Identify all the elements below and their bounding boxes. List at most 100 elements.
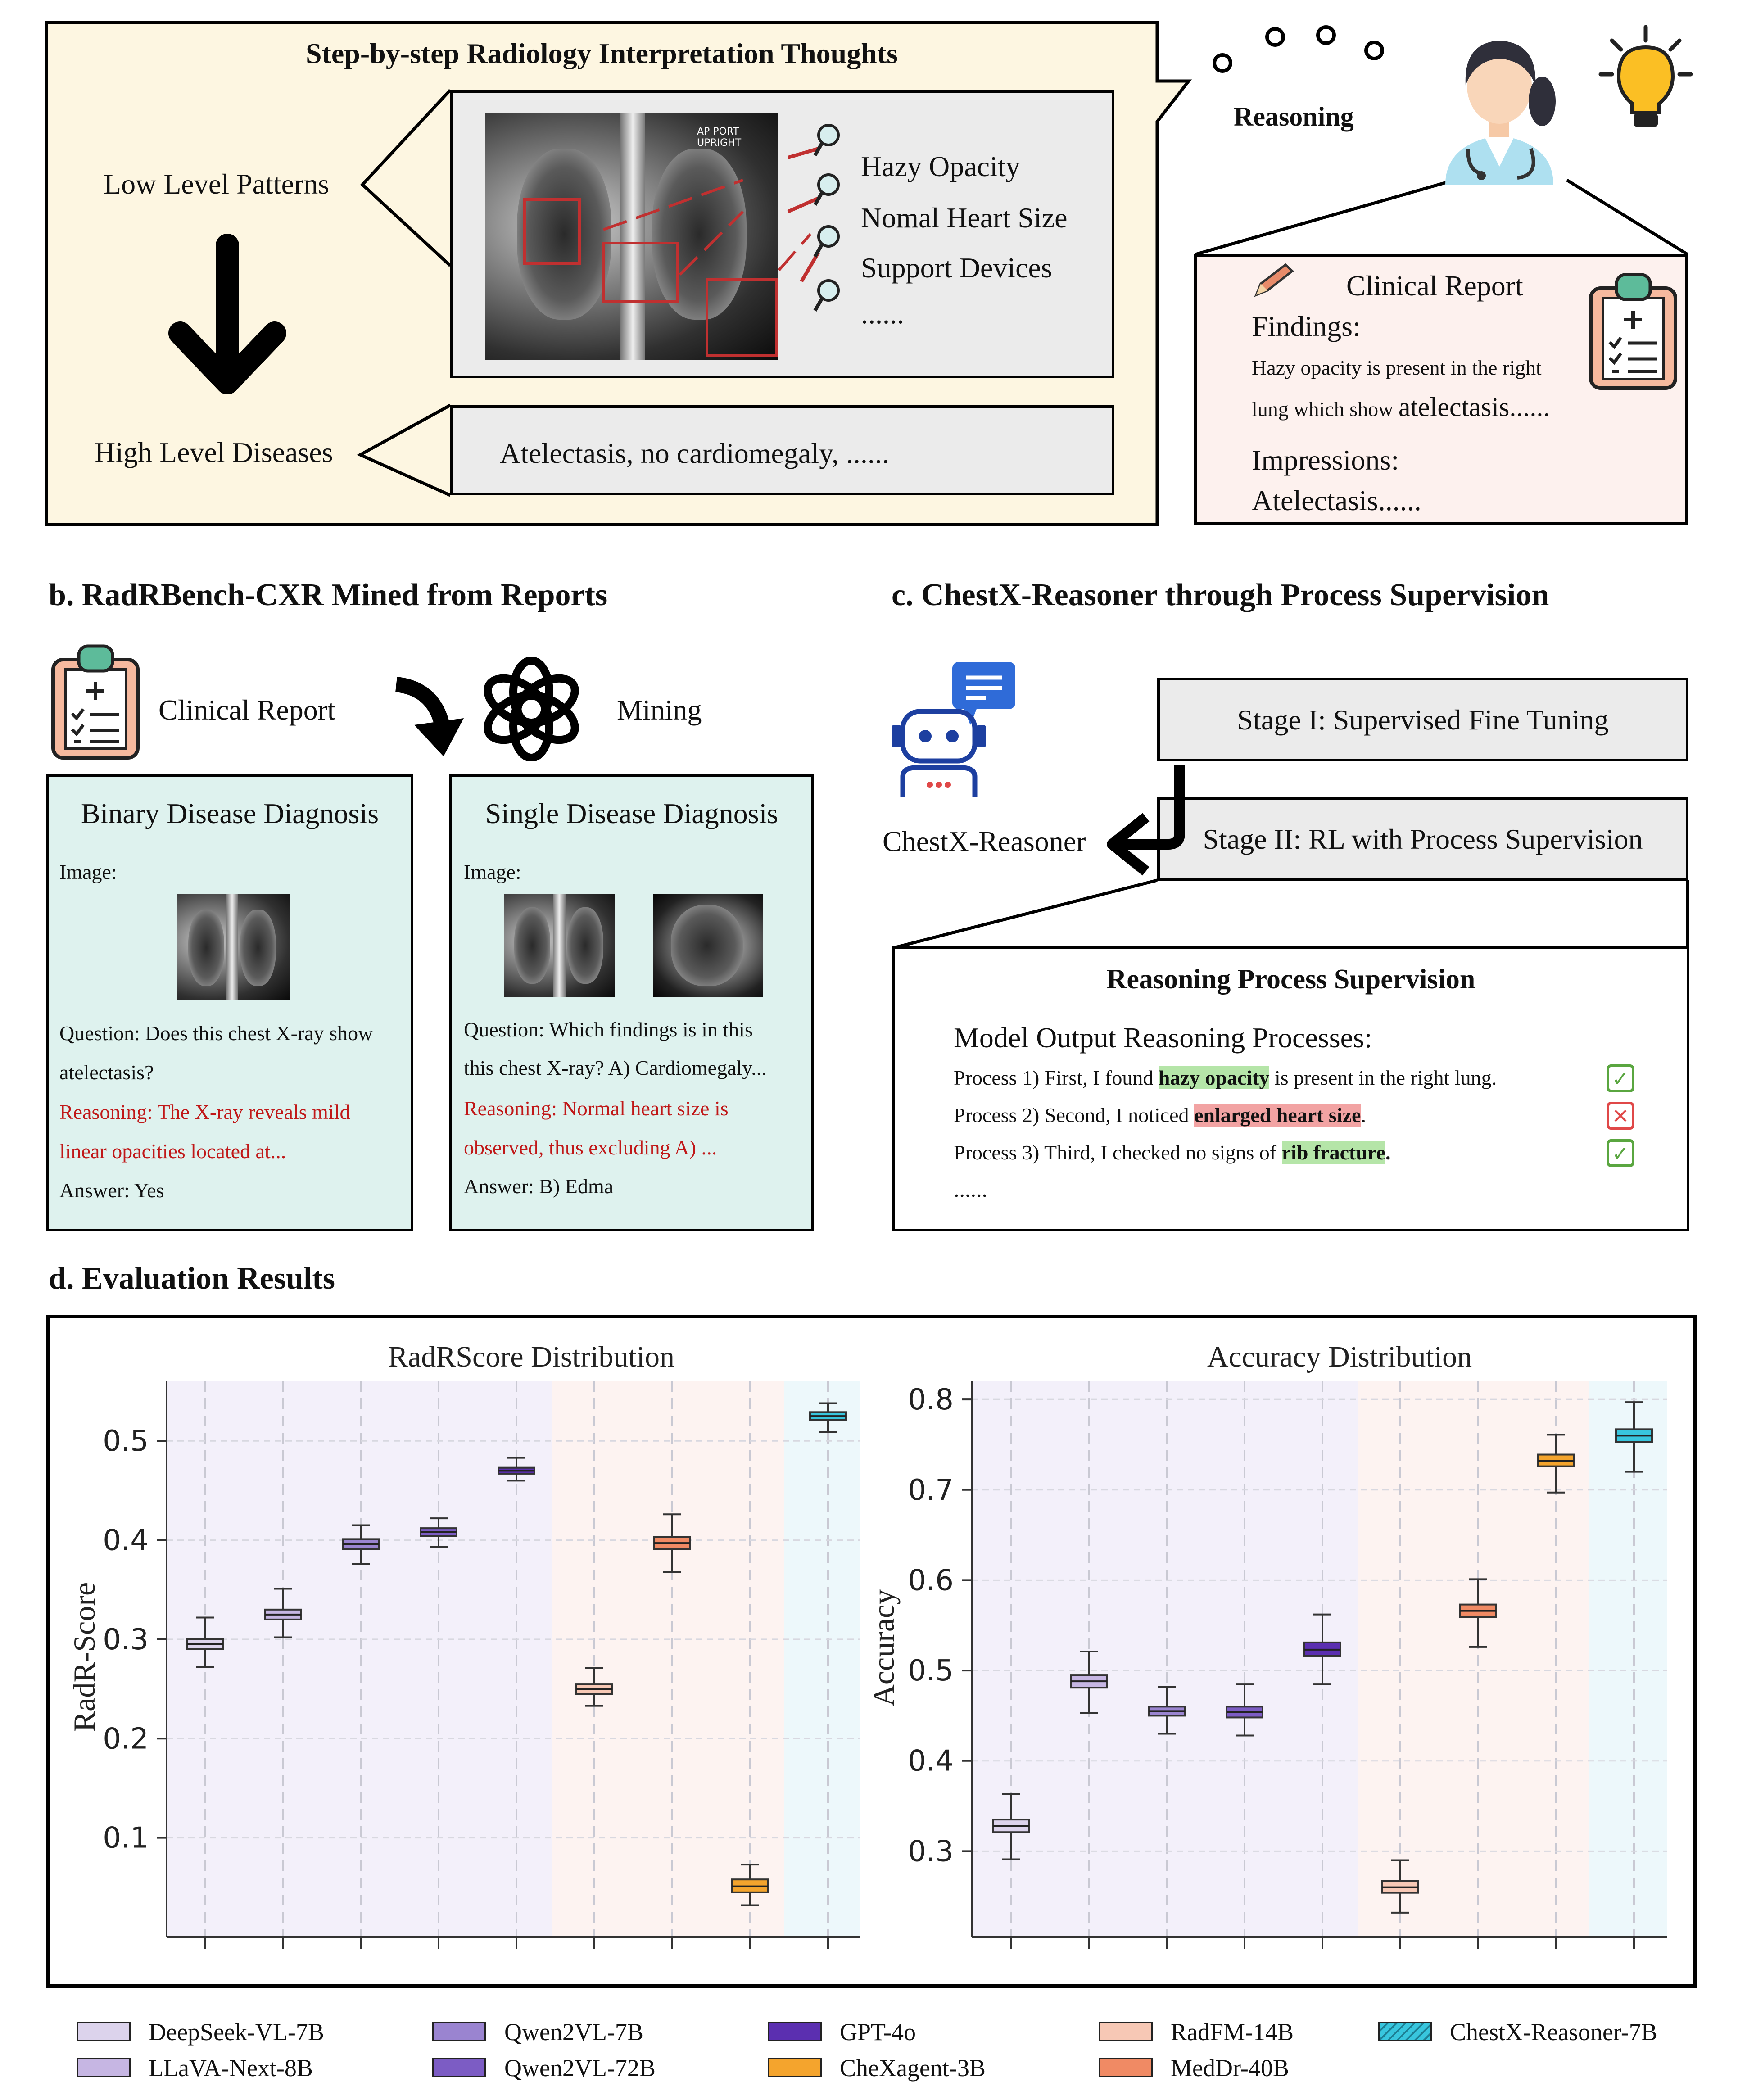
plot-band	[1358, 1381, 1589, 1937]
stage-1-label: Stage I: Supervised Fine Tuning	[1237, 704, 1609, 736]
clipboard-icon-b	[51, 644, 140, 760]
clinical-report-label: Clinical Report	[158, 694, 335, 726]
stage-2-label: Stage II: RL with Process Supervision	[1203, 823, 1643, 855]
process-supervision-box	[892, 946, 1689, 1231]
binary-diagnosis-card	[46, 774, 413, 1231]
plot-band	[784, 1381, 860, 1937]
legend-swatch	[768, 2058, 822, 2077]
report-findings-line1: Hazy opacity is present in the right	[1252, 356, 1542, 379]
process-2: Process 2) Second, I noticed enlarged he…	[954, 1104, 1366, 1127]
openai-logo-icon	[484, 657, 579, 761]
legend-swatch	[1099, 2022, 1153, 2041]
y-tick-label: 0.1	[103, 1822, 149, 1855]
radrscore-chart: RadRScore Distribution RadR-Score 0.1 0.2…	[67, 1340, 860, 1949]
stage-2-box	[1157, 797, 1688, 881]
legend-label: CheXagent-3B	[840, 2055, 986, 2082]
legend-swatch	[1378, 2022, 1432, 2041]
single-image-label: Image:	[464, 860, 521, 883]
legend-label: MedDr-40B	[1171, 2055, 1289, 2082]
legend-label: Qwen2VL-7B	[504, 2019, 643, 2046]
model-output-title: Model Output Reasoning Processes:	[954, 1022, 1372, 1054]
single-title: Single Disease Diagnosis	[485, 797, 778, 829]
legend-label: GPT-4o	[840, 2019, 916, 2046]
single-reasoning-1: Reasoning: Normal heart size is	[464, 1097, 729, 1120]
panel-b-title: b. RadRBench-CXR Mined from Reports	[49, 578, 608, 612]
pencil-icon	[1254, 263, 1294, 297]
mining-label: Mining	[617, 694, 702, 726]
legend-label: ChestX-Reasoner-7B	[1450, 2019, 1657, 2046]
xray-marker: AP PORT UPRIGHT	[697, 126, 742, 149]
y-tick-label: 0.4	[103, 1524, 149, 1557]
binary-title: Binary Disease Diagnosis	[81, 797, 379, 829]
finding-support-devices: Support Devices	[861, 252, 1052, 284]
legend-label: Qwen2VL-72B	[504, 2055, 656, 2082]
single-diagnosis-card	[449, 774, 814, 1231]
binary-question-1: Question: Does this chest X-ray show	[59, 1022, 373, 1045]
check-icon: ✓	[1607, 1064, 1634, 1092]
chart-title: RadRScore Distribution	[388, 1340, 674, 1373]
stage-1-box	[1157, 678, 1688, 761]
report-title: Clinical Report	[1346, 270, 1523, 302]
report-impressions-label: Impressions:	[1252, 444, 1399, 476]
magnifier-icons	[813, 124, 840, 312]
process-1: Process 1) First, I found hazy opacity i…	[954, 1066, 1497, 1089]
finding-overlays	[523, 124, 840, 357]
binary-image-label: Image:	[59, 860, 117, 883]
diseases-text: Atelectasis, no cardiomegaly, ......	[500, 437, 889, 469]
legend-swatch	[432, 2022, 486, 2041]
high-level-label: High Level Diseases	[95, 436, 333, 468]
single-answer: Answer: B) Edma	[464, 1175, 614, 1198]
legend-swatch	[768, 2022, 822, 2041]
binary-reasoning-1: Reasoning: The X-ray reveals mild	[59, 1100, 350, 1123]
agent-label: ChestX-Reasoner	[883, 825, 1086, 857]
y-tick-label: 0.3	[908, 1835, 954, 1868]
rps-title: Reasoning Process Supervision	[1106, 964, 1475, 995]
legend-swatch	[77, 2022, 131, 2041]
y-tick-label: 0.5	[908, 1654, 954, 1688]
panel-c-connectors	[893, 765, 1689, 950]
y-tick-label: 0.7	[908, 1474, 954, 1507]
low-level-label: Low Level Patterns	[104, 168, 330, 200]
clipboard-icon	[1589, 273, 1677, 390]
y-tick-label: 0.8	[908, 1383, 954, 1417]
report-impressions-text: Atelectasis......	[1252, 484, 1421, 516]
panel-c-title: c. ChestX-Reasoner through Process Super…	[892, 578, 1549, 612]
doctor-icon	[1445, 41, 1556, 185]
finding-more: ......	[861, 298, 904, 330]
y-tick-label: 0.3	[103, 1623, 149, 1656]
y-axis-label: RadR-Score	[67, 1582, 101, 1732]
y-axis-label: Accuracy	[866, 1589, 901, 1706]
chart-title: Accuracy Distribution	[1207, 1340, 1472, 1373]
robot-icon	[892, 662, 1015, 797]
legend-swatch	[77, 2058, 131, 2077]
y-tick-label: 0.2	[103, 1722, 149, 1756]
report-findings-label: Findings:	[1252, 310, 1361, 342]
reasoning-label: Reasoning	[1234, 102, 1354, 131]
process-ellipsis: ......	[954, 1177, 987, 1202]
binary-reasoning-2: linear opacities located at...	[59, 1140, 286, 1163]
single-xray-lateral	[653, 894, 763, 997]
single-xray-frontal	[504, 894, 615, 997]
binary-question-2: atelectasis?	[59, 1061, 154, 1084]
plot-band	[167, 1381, 552, 1937]
finding-heart-size: Nomal Heart Size	[861, 202, 1068, 234]
accuracy-chart: Accuracy Distribution Accuracy 0.30.40.5…	[866, 1340, 1667, 1949]
finding-hazy-opacity: Hazy Opacity	[861, 150, 1020, 182]
legend-label: RadFM-14B	[1171, 2019, 1294, 2046]
plot-band	[1589, 1381, 1667, 1937]
diseases-box	[450, 405, 1114, 495]
legend-label: DeepSeek-VL-7B	[149, 2019, 324, 2046]
light-bulb-icon	[1598, 25, 1693, 127]
report-findings-line2: lung which show atelectasis......	[1252, 392, 1550, 422]
cross-icon: ✕	[1607, 1102, 1634, 1130]
panel-d-title: d. Evaluation Results	[49, 1261, 335, 1296]
binary-answer: Answer: Yes	[59, 1179, 164, 1202]
chest-xray-image: AP PORT UPRIGHT	[485, 113, 778, 360]
single-question-2: this chest X-ray? A) Cardiomegaly...	[464, 1056, 767, 1079]
plot-band	[972, 1381, 1358, 1937]
curved-arrow-icon	[395, 677, 464, 756]
plot-band	[552, 1381, 784, 1937]
legend-swatch	[432, 2058, 486, 2077]
single-question-1: Question: Which findings is in this	[464, 1018, 753, 1041]
